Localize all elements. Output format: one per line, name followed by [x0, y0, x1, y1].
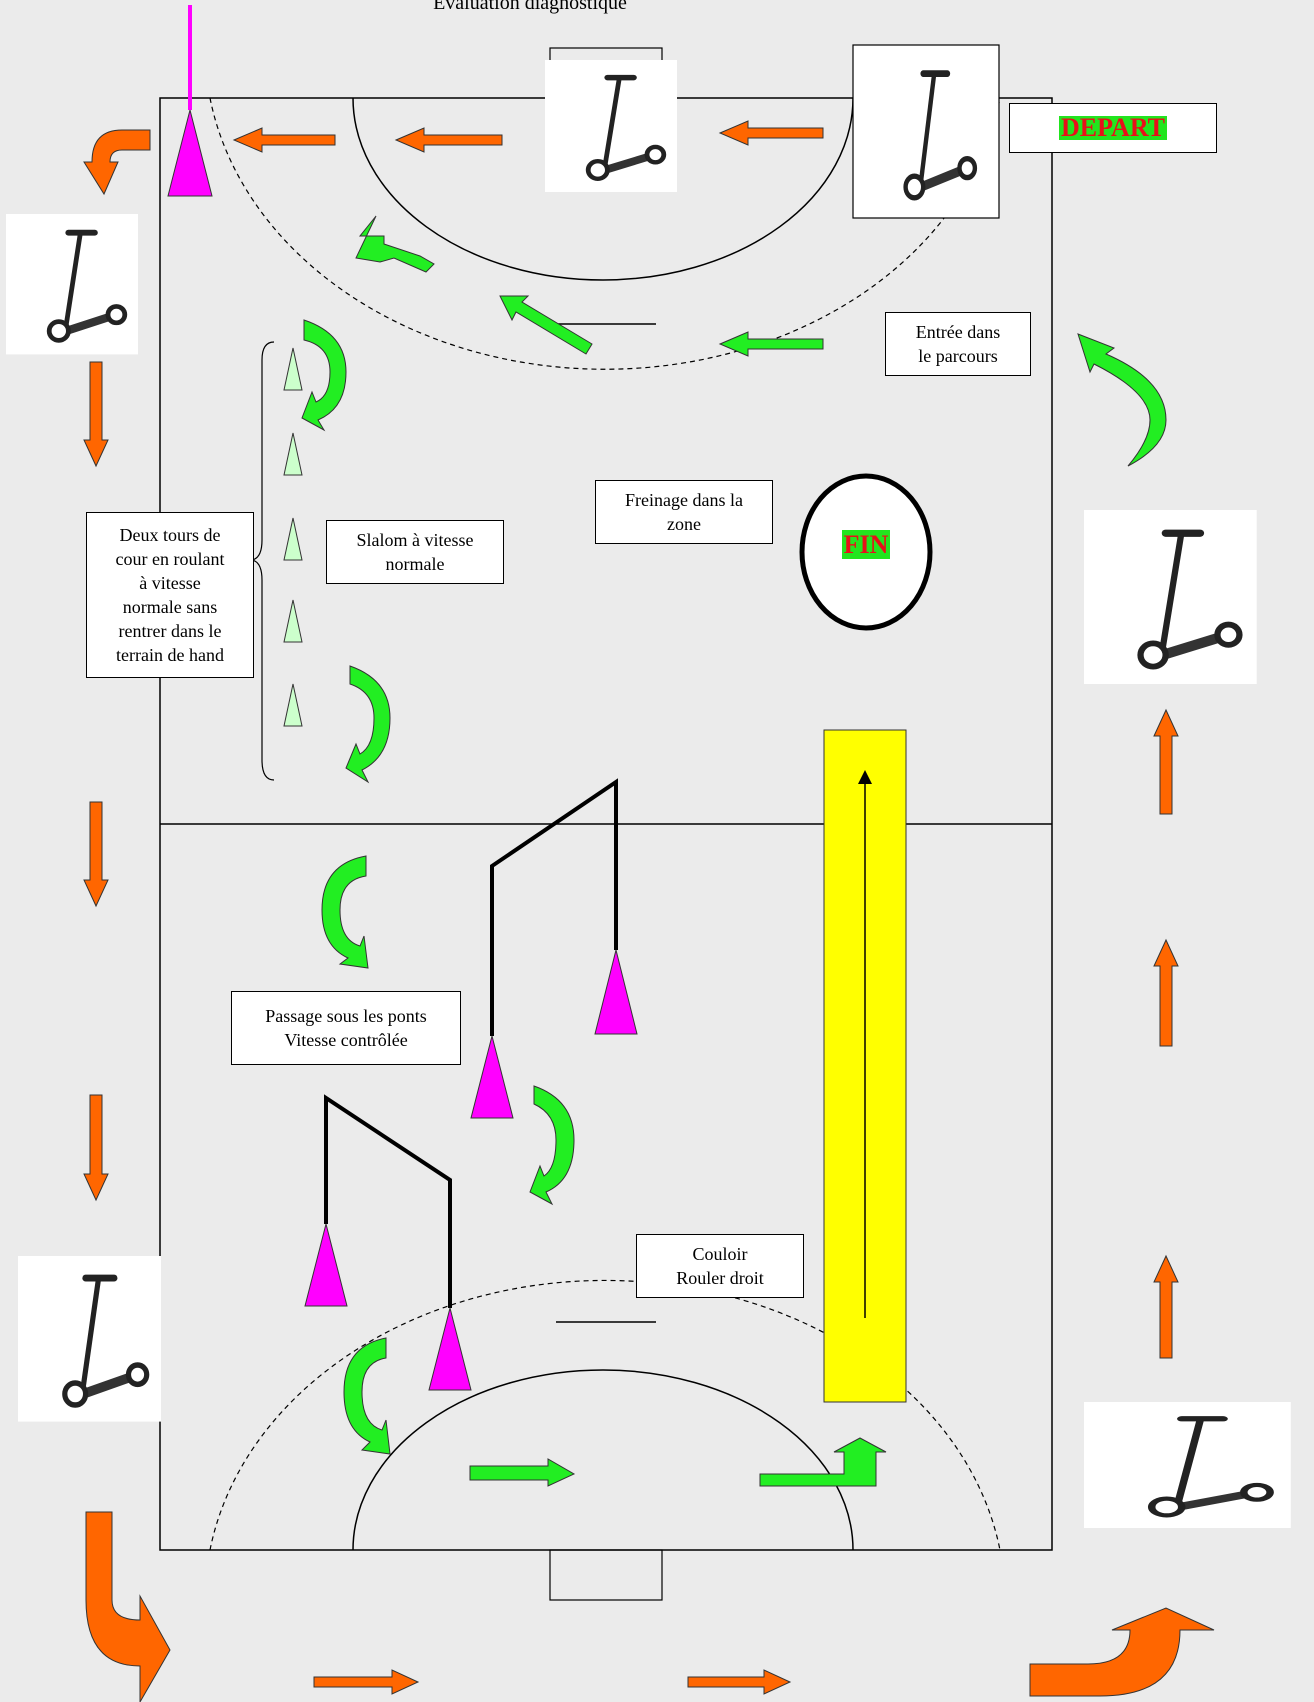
scooter-icon	[1084, 1402, 1291, 1528]
bridge-2	[305, 1098, 471, 1390]
cone-icon	[168, 110, 212, 196]
cone-icon	[284, 348, 302, 390]
cone-icon	[284, 518, 302, 560]
cone-icon	[429, 1308, 471, 1390]
cone-icon	[284, 600, 302, 642]
handball-court	[160, 48, 1052, 1600]
scooter-icon	[545, 60, 677, 192]
cone-icon	[305, 1224, 347, 1306]
arrow-icon	[84, 362, 108, 1200]
slalom-label: Slalom à vitesse normale	[326, 520, 504, 584]
scooter-icon	[853, 45, 999, 218]
bridge-1	[471, 782, 637, 1118]
arrow-icon	[1154, 710, 1178, 1358]
freinage-label: Freinage dans la zone	[595, 480, 773, 544]
fin-label: FIN	[842, 530, 891, 559]
depart-label-box: DEPART	[1009, 103, 1217, 153]
passage-label: Passage sous les ponts Vitesse contrôlée	[231, 991, 461, 1065]
scooter-icon	[6, 214, 138, 354]
page-title: Evaluation diagnostique	[340, 0, 720, 15]
deux-tours-label: Deux tours de cour en roulant à vitesse …	[86, 512, 254, 678]
entree-label: Entrée dans le parcours	[885, 312, 1031, 376]
arrow-icon	[314, 1670, 790, 1694]
cone-icon	[595, 950, 637, 1034]
curved-arrow-icon	[84, 130, 1214, 1702]
arrow-icon	[234, 121, 823, 152]
cone-icon	[284, 684, 302, 726]
couloir-label: Couloir Rouler droit	[636, 1234, 804, 1298]
depart-label: DEPART	[1059, 116, 1167, 140]
slalom-cones	[284, 348, 302, 726]
scooter-icon	[18, 1256, 161, 1422]
cone-icon	[284, 433, 302, 475]
fin-label-wrap: FIN	[826, 530, 906, 560]
cone-icon	[471, 1036, 513, 1118]
scooter-icon	[1084, 510, 1257, 684]
brace	[252, 342, 274, 780]
